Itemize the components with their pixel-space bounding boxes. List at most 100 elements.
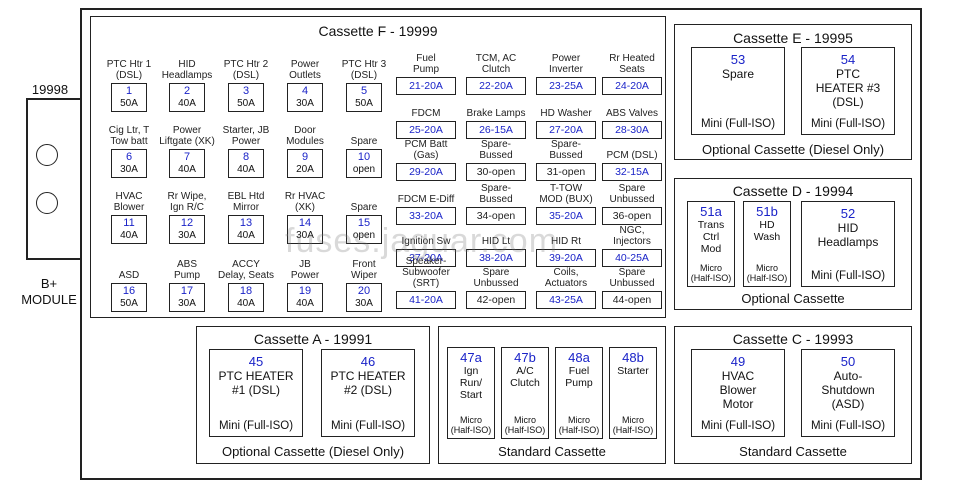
fuse-name: PTC HEATER #1 (DSL) <box>218 369 294 397</box>
fuse-name: A/C Clutch <box>510 365 540 389</box>
fuse-label: Spare-Bussed <box>479 183 513 205</box>
fuse-number: 22 <box>479 80 491 92</box>
fuse-number: 35 <box>549 210 561 222</box>
cassette-d: Cassette D - 19994 51a Trans Ctrl Mod Mi… <box>674 178 912 310</box>
fuse-label: Spare <box>350 136 378 147</box>
fuse-slot: 21-20A <box>396 77 456 95</box>
fuse-amperage: 50A <box>237 98 255 109</box>
fuse-label: Spare <box>350 202 378 213</box>
fuse-amperage: 20A <box>296 164 314 175</box>
fuse-type: Mini (Full-ISO) <box>330 420 406 432</box>
fuse-amperage: 50A <box>355 98 373 109</box>
fuse-number: 42 <box>476 294 489 306</box>
fuse-label: Spare Unbussed <box>473 267 519 289</box>
fuse-slot: 25-20A <box>396 121 456 139</box>
fuse-label: HID Headlamps <box>161 59 213 81</box>
fuse-type: Micro (Half-ISO) <box>746 263 788 283</box>
fuse-number: 16 <box>122 285 136 297</box>
fuse-amperage: -20A <box>420 252 443 264</box>
fuse-slot: 39-20A <box>536 249 596 267</box>
fuse-slot: 27-20A <box>536 121 596 139</box>
fuse-number: 38 <box>479 252 491 264</box>
fuse-name: Trans Ctrl Mod <box>697 219 725 255</box>
fuse-label: HD Washer <box>540 108 592 119</box>
fuse-slot: 30-open <box>466 163 526 181</box>
fuse-label: PTC Htr 2 (DSL) <box>223 59 269 81</box>
fuse-amperage: 30A <box>178 230 196 241</box>
fuse-amperage: -20A <box>490 252 513 264</box>
fuse-amperage: 40A <box>178 98 196 109</box>
fuse-amperage: -25A <box>560 80 583 92</box>
fuse-amperage: -20A <box>626 80 649 92</box>
fuse-label: Power Inverter <box>549 53 583 75</box>
fuse-51b: 51b HD Wash Micro (Half-ISO) <box>743 201 791 287</box>
fuse-32: PCM (DSL)32-15A <box>601 139 663 181</box>
fuse-number: 6 <box>125 151 133 163</box>
fuse-name: Ign Run/ Start <box>459 365 483 401</box>
fuse-amperage: 40A <box>237 164 255 175</box>
fuse-amperage: 30A <box>178 298 196 309</box>
fuse-number: 28 <box>615 124 627 136</box>
fuse-slot: 38-20A <box>466 249 526 267</box>
fuse-53: 53 Spare Mini (Full-ISO) <box>691 47 785 135</box>
fuse-slot: 31-open <box>536 163 596 181</box>
fuse-48a: 48a Fuel Pump Micro (Half-ISO) <box>555 347 603 439</box>
cassette-e: Cassette E - 19995 53 Spare Mini (Full-I… <box>674 24 912 160</box>
fuse-number: 26 <box>479 124 491 136</box>
fuse-label: ABS Valves <box>605 108 659 119</box>
fuse-48b: 48b Starter Micro (Half-ISO) <box>609 347 657 439</box>
cassette-a-title: Cassette A - 19991 <box>253 331 373 347</box>
fuse-number: 18 <box>239 285 253 297</box>
fuse-number: 30 <box>476 166 489 178</box>
fuse-number: 45 <box>248 354 264 369</box>
fuse-slot: 37-20A <box>396 249 456 267</box>
fuse-name: PTC HEATER #2 (DSL) <box>330 369 406 397</box>
fuse-name: Spare <box>721 67 755 81</box>
fuse-label: NGC, Injectors <box>613 225 651 247</box>
fuse-number: 37 <box>409 252 421 264</box>
fuse-number: 48b <box>622 350 644 365</box>
fuse-number: 17 <box>180 285 194 297</box>
fuse-label: Rr HVAC (XK) <box>284 191 326 213</box>
fuse-number: 41 <box>409 294 421 306</box>
module-terminal-bottom <box>36 192 58 214</box>
fuse-amperage: -20A <box>420 294 443 306</box>
fuse-label: PTC Htr 1 (DSL) <box>106 59 152 81</box>
cassette-c: Cassette C - 19993 49 HVAC Blower Motor … <box>674 326 912 464</box>
fuse-number: 25 <box>409 124 421 136</box>
fuse-amperage: -25A <box>560 294 583 306</box>
fuse-type: Mini (Full-ISO) <box>810 420 886 432</box>
fuse-amperage: -30A <box>626 124 649 136</box>
fuse-49: 49 HVAC Blower Motor Mini (Full-ISO) <box>691 349 785 437</box>
fuse-type: Micro (Half-ISO) <box>690 263 732 283</box>
fuse-amperage: -open <box>488 294 516 306</box>
fuse-name: HD Wash <box>753 219 781 243</box>
module-label-line2: MODULE <box>21 292 77 307</box>
fuse-slot: 22-20A <box>466 77 526 95</box>
module-terminal-top <box>36 144 58 166</box>
fuse-amperage: 30A <box>296 230 314 241</box>
fuse-number: 1 <box>125 85 133 97</box>
fuse-45: 45 PTC HEATER #1 (DSL) Mini (Full-ISO) <box>209 349 303 437</box>
fuse-label: Speaker- Subwoofer (SRT) <box>402 256 450 289</box>
fuse-type: Micro (Half-ISO) <box>612 415 654 435</box>
fuse-slot: 26-15A <box>466 121 526 139</box>
fuse-number: 27 <box>549 124 561 136</box>
fuse-52: 52 HID Headlamps Mini (Full-ISO) <box>801 201 895 287</box>
